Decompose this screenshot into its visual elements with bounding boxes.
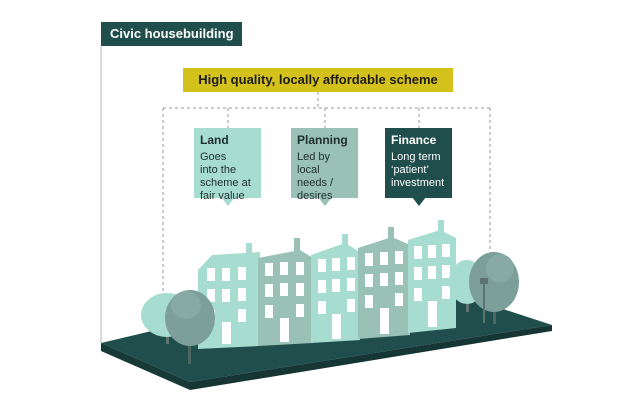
house-3 [311,234,360,343]
tree-left-front [165,290,215,364]
street-lamp [480,278,488,323]
finance-card-text: Long term ‘patient’ investment [391,151,445,189]
land-card-pointer [221,197,235,206]
house-4 [358,227,410,339]
finance-card: Finance Long term ‘patient’ investment [385,128,452,198]
house-5 [408,220,456,333]
finance-card-pointer [412,197,426,206]
scheme-label: High quality, locally affordable scheme [183,68,453,92]
planning-card-text: Led by local needs / desires [297,151,334,202]
land-card-text: Goes into the scheme at fair value [200,151,251,202]
land-card: Land Goes into the scheme at fair value [194,128,261,202]
planning-card: Planning Led by local needs / desires [291,128,358,202]
planning-card-heading: Planning [297,133,348,147]
house-2 [258,238,313,346]
terraced-houses [198,220,456,349]
land-card-heading: Land [200,133,229,147]
planning-card-pointer [318,197,332,206]
tree-right-front [469,252,519,324]
page-title: Civic housebuilding [101,22,242,46]
finance-card-heading: Finance [391,133,437,147]
